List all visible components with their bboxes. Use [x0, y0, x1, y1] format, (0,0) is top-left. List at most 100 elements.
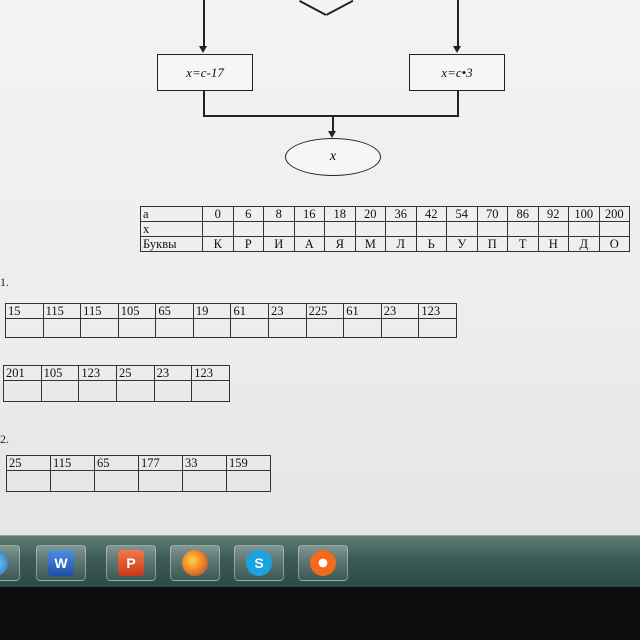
output-terminal: x [285, 138, 381, 176]
connector-right-bottom [457, 91, 459, 116]
taskbar-skype-button[interactable]: S [234, 545, 284, 581]
table-cell: 115 [50, 455, 95, 471]
process-box-right-text: x=c•3 [441, 64, 473, 80]
origin-icon [310, 550, 336, 576]
process-box-right: x=c•3 [409, 54, 505, 91]
process-box-left-text: x=c-17 [186, 64, 224, 80]
table-cell [568, 221, 600, 237]
taskbar-firefox-button[interactable] [170, 545, 220, 581]
table-cell: 15 [5, 303, 44, 319]
table-cell: Р [232, 236, 264, 252]
arrow-down-icon [328, 131, 336, 138]
table-cell [537, 221, 569, 237]
table-cell: 20 [354, 206, 386, 222]
answer-cell [138, 470, 183, 492]
answer-cell [78, 380, 117, 402]
connector-to-output [332, 115, 334, 133]
row-label: a [140, 206, 203, 222]
table-row [6, 470, 271, 492]
taskbar-origin-button[interactable] [298, 545, 348, 581]
table-cell: 54 [446, 206, 478, 222]
decision-diamond-edge [326, 0, 354, 16]
table-cell: 70 [476, 206, 508, 222]
table-cell: О [598, 236, 630, 252]
table-cell [446, 221, 478, 237]
table-cell [598, 221, 630, 237]
table-row: 201 105 123 25 23 123 [3, 365, 230, 381]
table-row: a 0 6 8 16 18 20 36 42 54 70 86 92 100 2… [140, 206, 630, 222]
table-cell: 18 [324, 206, 356, 222]
table-row: 15 115 115 105 65 19 61 23 225 61 23 123 [5, 303, 457, 319]
answer-cell [191, 380, 230, 402]
table-cell: К [202, 236, 234, 252]
output-terminal-text: x [329, 149, 337, 164]
table-cell: Т [507, 236, 539, 252]
table-row: 25 115 65 177 33 159 [6, 455, 271, 471]
powerpoint-icon: P [118, 550, 144, 576]
table-cell: 6 [232, 206, 264, 222]
table-cell [507, 221, 539, 237]
table-cell: 225 [305, 303, 345, 319]
table-cell: 36 [385, 206, 417, 222]
firefox-icon [182, 550, 208, 576]
table-row: x [140, 221, 630, 237]
answer-cell [226, 470, 271, 492]
table-cell: 100 [568, 206, 600, 222]
table-cell: 92 [537, 206, 569, 222]
answer-cell [117, 318, 157, 338]
table-cell: 177 [138, 455, 183, 471]
answer-cell [155, 318, 194, 338]
answer-cell [380, 318, 420, 338]
table-cell: 115 [42, 303, 82, 319]
answer-cell [268, 318, 307, 338]
table-cell [476, 221, 508, 237]
table-cell: 25 [6, 455, 51, 471]
table-cell: 42 [415, 206, 447, 222]
answer-cell [153, 380, 193, 402]
table-cell [354, 221, 386, 237]
table-cell: 86 [507, 206, 539, 222]
answer-cell [80, 318, 119, 338]
answer-cell [192, 318, 232, 338]
answer-cell [115, 380, 155, 402]
task-number: 1. [0, 275, 9, 289]
monitor-bezel [0, 587, 640, 640]
answer-cell [94, 470, 139, 492]
row-label: Буквы [140, 236, 203, 252]
table-cell: Д [568, 236, 600, 252]
table-cell: 115 [80, 303, 119, 319]
connector-left-top [203, 0, 205, 48]
answer-cell [50, 470, 95, 492]
connector-right-top [457, 0, 459, 48]
table-cell: 65 [155, 303, 194, 319]
task-number: 2. [0, 432, 9, 446]
table-cell [324, 221, 356, 237]
process-box-left: x=c-17 [157, 54, 253, 91]
answer-cell [182, 470, 227, 492]
table-cell: 19 [192, 303, 232, 319]
arrow-down-icon [453, 46, 461, 53]
table-cell: 23 [153, 365, 193, 381]
start-button[interactable] [0, 545, 20, 581]
table-cell: 61 [230, 303, 270, 319]
task1-table-1: 15 115 115 105 65 19 61 23 225 61 23 123 [5, 303, 457, 338]
table-cell: 105 [40, 365, 80, 381]
table-cell: 0 [202, 206, 234, 222]
answer-cell [305, 318, 345, 338]
table-cell: 123 [418, 303, 457, 319]
arrow-down-icon [199, 46, 207, 53]
answer-cell [418, 318, 457, 338]
table-cell: У [446, 236, 478, 252]
table-cell [293, 221, 325, 237]
table-cell: 201 [3, 365, 42, 381]
lookup-table: a 0 6 8 16 18 20 36 42 54 70 86 92 100 2… [140, 206, 630, 252]
answer-cell [230, 318, 270, 338]
answer-cell [343, 318, 382, 338]
answer-cell [5, 318, 44, 338]
taskbar-word-button[interactable]: W [36, 545, 86, 581]
table-cell: 23 [268, 303, 307, 319]
table-cell: 8 [263, 206, 295, 222]
taskbar-powerpoint-button[interactable]: P [106, 545, 156, 581]
table-cell: 33 [182, 455, 227, 471]
answer-cell [3, 380, 42, 402]
